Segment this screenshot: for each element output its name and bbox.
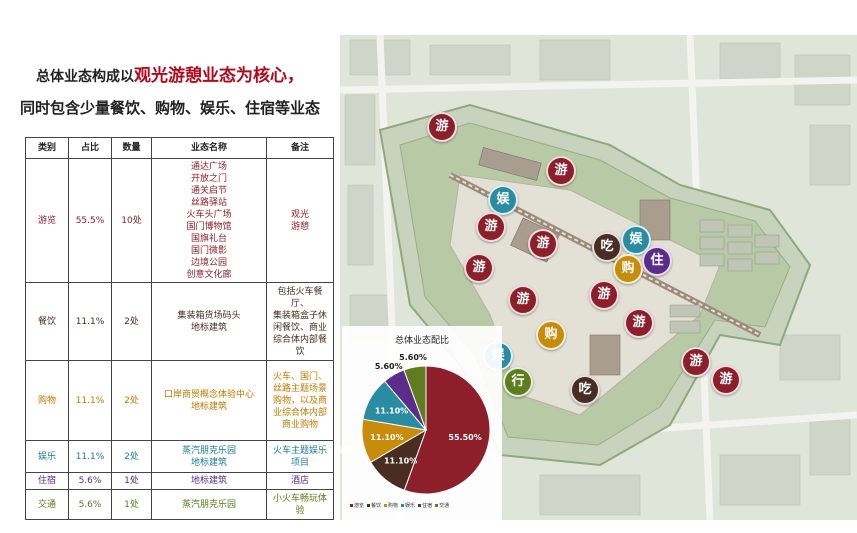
table-row: 购物 11.1% 2处 口岸商贸概念体验中心 地标建筑 火车、国门、 丝路主题场…	[25, 360, 334, 441]
legend-item: 住宿	[422, 503, 433, 509]
cell-category: 交通	[25, 489, 69, 520]
table-header-row: 类别 占比 数量 业态名称 备注	[25, 137, 334, 159]
cell-category: 游览	[25, 158, 69, 283]
marker-tour-icon: 游	[476, 212, 506, 242]
legend-item: 交通	[439, 503, 450, 509]
marker-tour-icon: 游	[711, 365, 741, 395]
header-count: 数量	[111, 137, 152, 159]
marker-tour-icon: 游	[508, 285, 538, 315]
marker-tour-icon: 游	[546, 156, 576, 186]
marker-tour-icon: 游	[624, 308, 654, 338]
legend-item: 购物	[388, 503, 399, 509]
headline-line-1-prefix: 总体业态构成以	[36, 69, 134, 85]
pie-label-0: 55.50%	[448, 433, 481, 442]
pie-legend: 游览餐饮购物娱乐住宿交通	[350, 502, 452, 509]
header-names: 业态名称	[151, 137, 267, 159]
pie-slice-0	[403, 365, 491, 495]
pie-label-4: 5.60%	[375, 362, 403, 371]
cell-ratio: 11.1%	[68, 440, 112, 473]
legend-item: 餐饮	[371, 503, 382, 509]
legend-swatch	[384, 504, 388, 507]
table-row: 交通 5.6% 1处 蒸汽朋克乐园 小火车畅玩体 验	[25, 489, 334, 520]
cell-category: 娱乐	[25, 440, 69, 473]
cell-note: 火车、国门、 丝路主题场景 购物，以及商 业综合体内部 商业购物	[266, 360, 334, 441]
pie-label-1: 11.10%	[384, 456, 417, 465]
header-ratio: 占比	[68, 137, 112, 159]
table-row: 餐饮 11.1% 2处 集装箱货场码头 地标建筑 包括火车餐厅、 集装箱盒子休 …	[25, 282, 334, 361]
marker-entertainment-icon: 娱	[621, 225, 651, 255]
cell-names: 蒸汽朋克乐园	[151, 489, 267, 520]
marker-shopping-icon: 购	[613, 254, 643, 284]
headline: 总体业态构成以观光游憩业态为核心， 同时包含少量餐饮、购物、娱乐、住宿等业态	[0, 66, 340, 119]
headline-line-1: 总体业态构成以观光游憩业态为核心，	[0, 66, 340, 87]
cell-names: 通达广场 开放之门 通关启节 丝路驿站 火车头广场 国门博物馆 国旗礼台 国门微…	[151, 158, 267, 283]
headline-highlight: 观光游憩业态为核心，	[134, 66, 304, 86]
marker-transport-icon: 行	[503, 367, 533, 397]
legend-item: 娱乐	[405, 503, 416, 509]
cell-ratio: 5.6%	[68, 489, 112, 520]
cell-note: 酒店	[266, 472, 334, 490]
legend-swatch	[350, 504, 353, 507]
pie-label-5: 5.60%	[399, 353, 427, 362]
site-plan-map: 游 游 娱 游 游 吃 娱 购 住 游 游 游 游 购 娱 行 吃 游 游	[340, 35, 857, 520]
cell-names: 口岸商贸概念体验中心 地标建筑	[151, 360, 267, 441]
cell-count: 1处	[111, 472, 152, 490]
headline-line-2: 同时包含少量餐饮、购物、娱乐、住宿等业态	[19, 99, 320, 117]
business-format-table: 类别 占比 数量 业态名称 备注 游览 55.5% 10处 通达广场 开放之门 …	[25, 137, 334, 520]
marker-tour-icon: 游	[427, 112, 457, 142]
cell-count: 2处	[111, 440, 152, 473]
cell-names: 地标建筑	[151, 472, 267, 490]
legend-swatch	[367, 504, 371, 507]
cell-names: 集装箱货场码头 地标建筑	[151, 282, 267, 361]
cell-count: 2处	[111, 282, 152, 361]
cell-ratio: 5.6%	[68, 472, 112, 490]
marker-tour-icon: 游	[464, 253, 494, 283]
cell-category: 餐饮	[25, 282, 69, 361]
header-note: 备注	[266, 137, 334, 159]
marker-entertainment-icon: 娱	[488, 185, 518, 215]
cell-count: 2处	[111, 360, 152, 441]
pie-label-3: 11.10%	[375, 406, 408, 415]
legend-swatch	[418, 504, 422, 507]
cell-note: 包括火车餐厅、 集装箱盒子休 闲餐饮、商业 综合体内部餐 饮	[266, 282, 334, 361]
legend-item: 游览	[354, 503, 365, 509]
cell-count: 1处	[111, 489, 152, 520]
pie-chart-title: 总体业态配比	[394, 336, 449, 346]
legend-swatch	[401, 504, 405, 507]
marker-tour-icon: 游	[528, 229, 558, 259]
table-row: 游览 55.5% 10处 通达广场 开放之门 通关启节 丝路驿站 火车头广场 国…	[25, 158, 334, 283]
table-row: 娱乐 11.1% 2处 蒸汽朋克乐园 地标建筑 火车主题娱乐 项目	[25, 440, 334, 473]
cell-note: 小火车畅玩体 验	[266, 489, 334, 520]
legend-swatch	[435, 504, 439, 507]
marker-shopping-icon: 购	[536, 320, 566, 350]
header-category: 类别	[25, 137, 69, 159]
pie-chart-panel: 55.50% 11.10% 11.10% 11.10% 5.60%5.60% 总体业态配…	[342, 326, 502, 520]
marker-lodging-icon: 住	[642, 246, 672, 276]
marker-food-icon: 吃	[570, 375, 600, 405]
cell-category: 购物	[25, 360, 69, 441]
pie-chart: 55.50% 11.10% 11.10% 11.10% 5.60%5.60%	[361, 353, 491, 495]
cell-ratio: 55.5%	[68, 158, 112, 283]
marker-tour-icon: 游	[681, 347, 711, 377]
cell-note: 火车主题娱乐 项目	[266, 440, 334, 473]
cell-names: 蒸汽朋克乐园 地标建筑	[151, 440, 267, 473]
pie-label-2: 11.10%	[370, 433, 403, 442]
cell-ratio: 11.1%	[68, 282, 112, 361]
cell-category: 住宿	[25, 472, 69, 490]
cell-count: 10处	[111, 158, 152, 283]
cell-note: 观光 游憩	[266, 158, 334, 283]
cell-ratio: 11.1%	[68, 360, 112, 441]
table-row: 住宿 5.6% 1处 地标建筑 酒店	[25, 472, 334, 490]
pie-slice-5	[403, 365, 427, 431]
marker-tour-icon: 游	[589, 280, 619, 310]
